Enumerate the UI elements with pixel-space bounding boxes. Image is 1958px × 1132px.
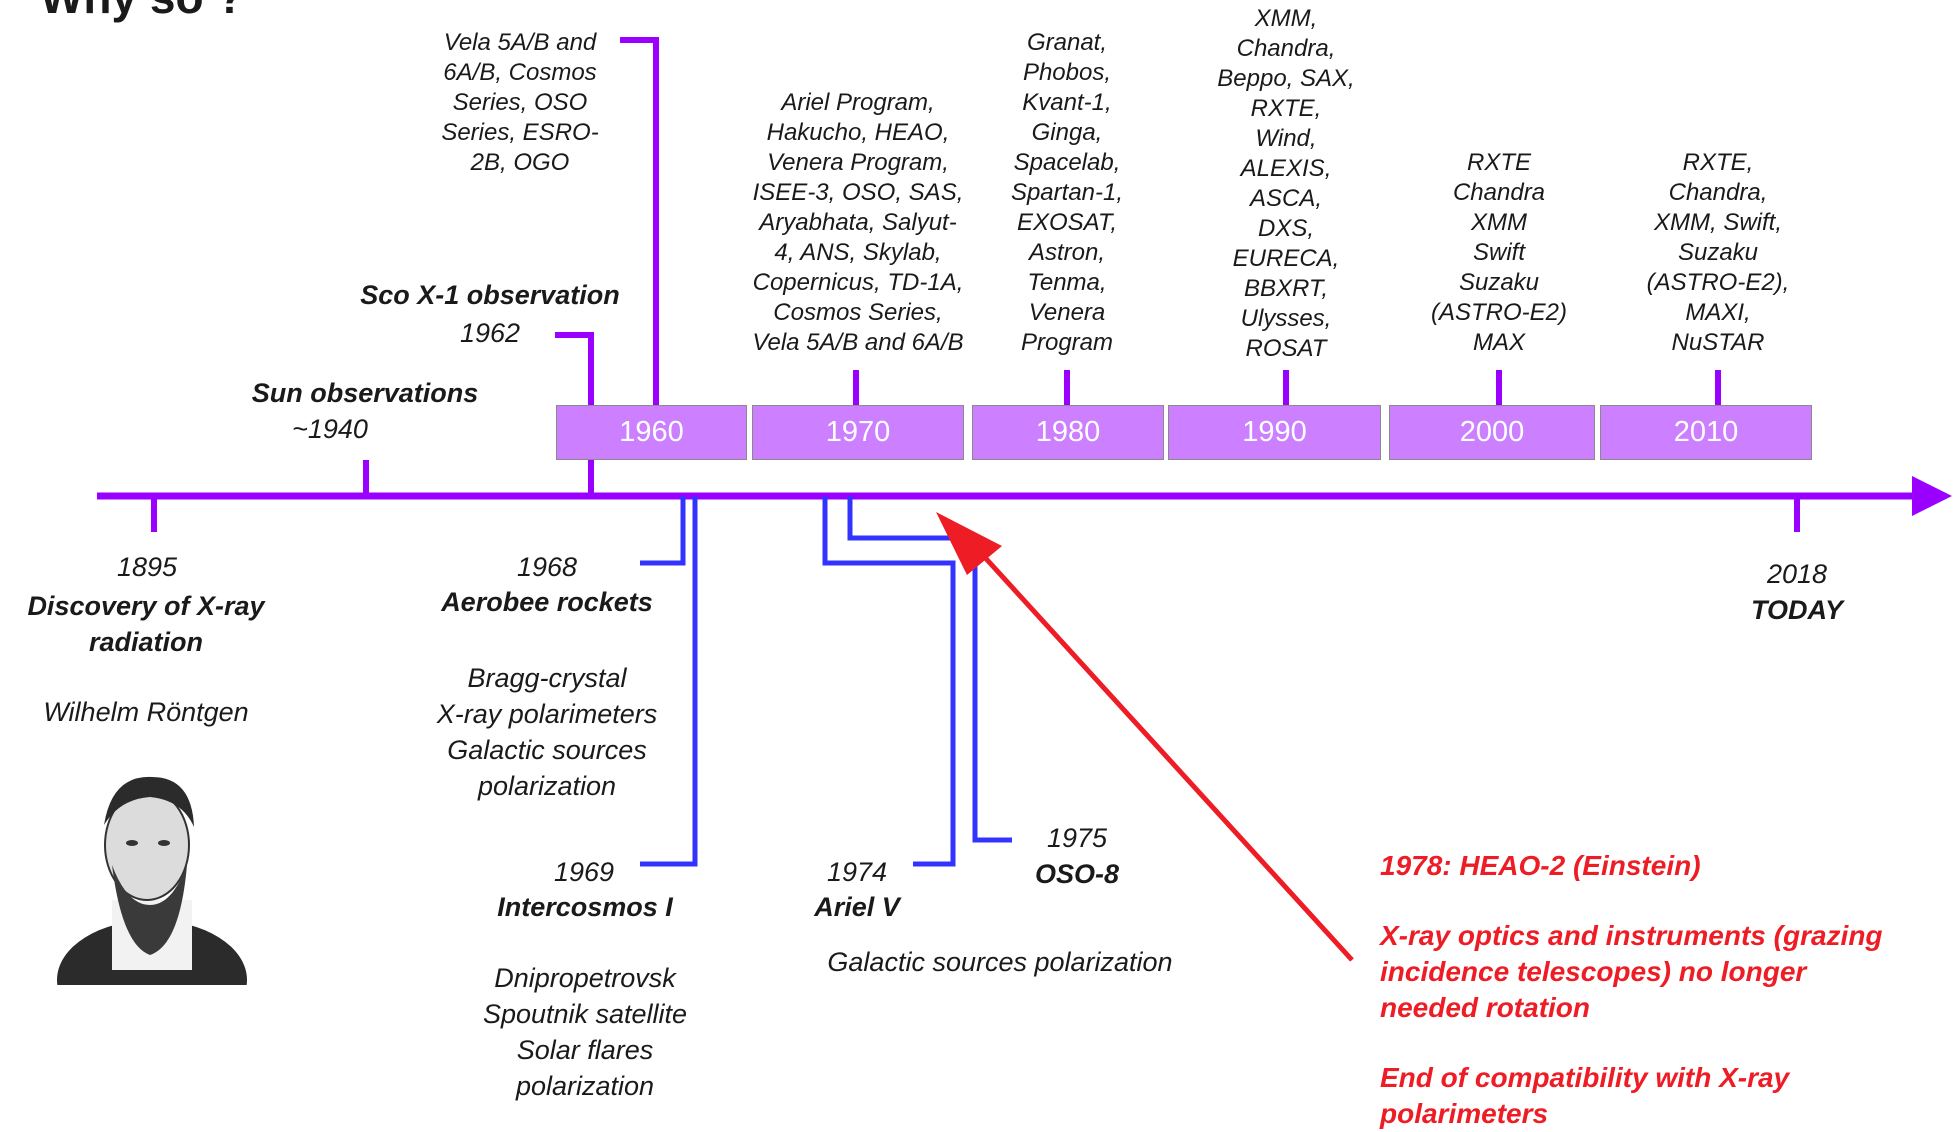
slide-title: Why so ? <box>40 0 244 24</box>
red-arrowhead <box>936 512 1002 575</box>
today-label: TODAY <box>1750 595 1843 625</box>
missions-1990s: XMM, Chandra, Beppo, SAX, RXTE, Wind, AL… <box>1217 5 1355 362</box>
note-end: End of compatibility with X-ray polarime… <box>1380 1062 1790 1129</box>
ariel-desc: Galactic sources polarization <box>827 947 1173 977</box>
sco-year: 1962 <box>459 318 521 348</box>
aerobee-desc: Bragg-crystal X-ray polarimeters Galacti… <box>436 663 658 801</box>
sun-year: ~1940 <box>292 414 368 444</box>
discovery-title: Discovery of X-ray radiation <box>27 591 265 657</box>
decade-1960: 1960 <box>556 405 747 460</box>
ariel-connector <box>822 496 956 867</box>
today-year: 2018 <box>1766 559 1828 589</box>
decade-1970: 1970 <box>752 405 964 460</box>
rontgen-portrait <box>57 776 247 985</box>
missions-1960s-early: Vela 5A/B and 6A/B, Cosmos Series, OSO S… <box>441 29 599 176</box>
decade-2010: 2010 <box>1600 405 1812 460</box>
aerobee-connector <box>640 496 686 566</box>
decade-2000: 2000 <box>1389 405 1595 460</box>
note-optics: X-ray optics and instruments (grazing in… <box>1380 920 1883 1023</box>
intercosmos-year: 1969 <box>553 857 615 887</box>
decade-1990: 1990 <box>1168 405 1381 460</box>
missions-1980s: Granat, Phobos, Kvant-1, Ginga, Spacelab… <box>1010 29 1124 356</box>
vela-connector <box>620 37 659 405</box>
aerobee-title: Aerobee rockets <box>441 587 653 617</box>
decade-1980: 1980 <box>972 405 1164 460</box>
red-arrow-shaft <box>967 538 1354 962</box>
missions-2000s: RXTE Chandra XMM Swift Suzaku (ASTRO-E2)… <box>1430 149 1567 356</box>
discovery-person: Wilhelm Röntgen <box>43 697 249 727</box>
aerobee-year: 1968 <box>516 552 578 582</box>
intercosmos-connector <box>640 496 698 867</box>
ariel-year: 1974 <box>826 857 888 887</box>
missions-2010s: RXTE, Chandra, XMM, Swift, Suzaku (ASTRO… <box>1646 149 1790 356</box>
note-heao2: 1978: HEAO-2 (Einstein) <box>1380 850 1701 881</box>
discovery-year: 1895 <box>116 552 178 582</box>
missions-1970s: Ariel Program, Hakucho, HEAO, Venera Pro… <box>752 89 964 356</box>
intercosmos-desc: Dnipropetrovsk Spoutnik satellite Solar … <box>482 963 688 1101</box>
intercosmos-title: Intercosmos I <box>497 892 673 922</box>
oso8-year: 1975 <box>1046 823 1108 853</box>
ariel-title: Ariel V <box>814 892 900 922</box>
timeline-arrowhead <box>1912 476 1952 516</box>
oso8-title: OSO-8 <box>1034 859 1120 889</box>
sco-title: Sco X-1 observation <box>360 280 620 310</box>
sun-title: Sun observations <box>251 378 479 408</box>
